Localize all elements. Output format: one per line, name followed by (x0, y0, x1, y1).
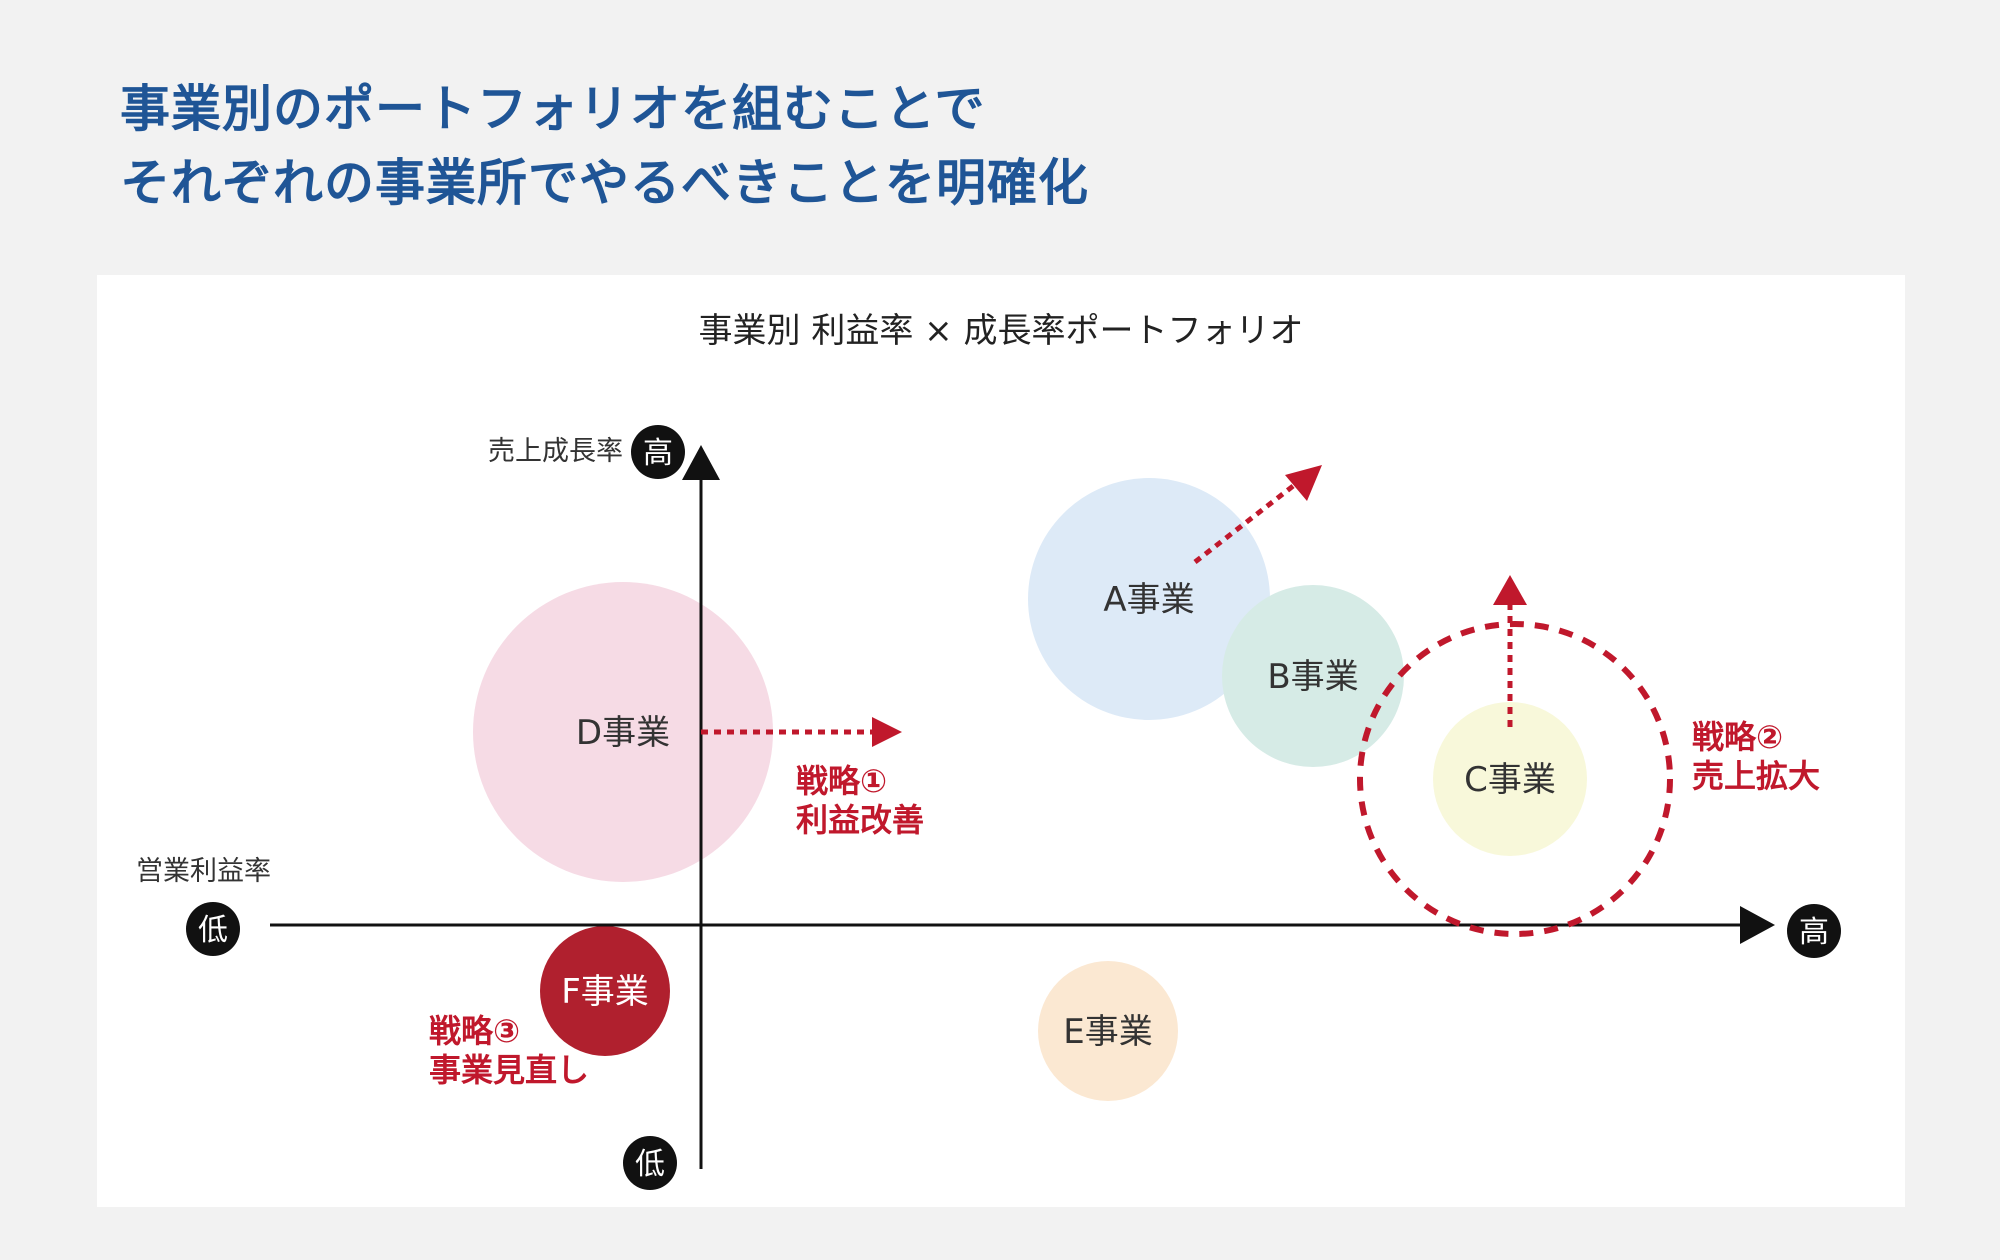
strategy-1-label: 戦略① 利益改善 (796, 762, 924, 839)
y-axis-label: 売上成長率 (488, 436, 623, 467)
x-axis-arrowhead (1740, 906, 1775, 944)
business-b-label: B事業 (1267, 657, 1358, 697)
strategy-1-title: 戦略① (796, 762, 887, 800)
strategy-a-arrowhead (1285, 465, 1322, 501)
x-axis-low-badge (186, 902, 240, 956)
bubble-d (473, 582, 773, 882)
y-axis-high-badge (631, 425, 685, 479)
business-a-label: A事業 (1103, 580, 1194, 620)
bubble-e (1038, 961, 1178, 1101)
x-axis-label: 営業利益率 (136, 856, 271, 887)
strategy-3-label: 戦略③ 事業見直し (429, 1012, 589, 1089)
strategy-2-arrowhead (1493, 575, 1527, 605)
diagram-panel: 事業別 利益率 × 成長率ポートフォリオ A事業 B事業 C事業 D事業 E事業… (97, 275, 1905, 1207)
bubble-b (1222, 585, 1404, 767)
strategy-2-dashed-circle (1357, 621, 1673, 937)
business-c-label: C事業 (1464, 760, 1556, 800)
headline-line-2: それぞれの事業所でやるべきことを明確化 (120, 154, 1089, 212)
business-e-label: E事業 (1063, 1012, 1152, 1052)
x-axis-high-text: 高 (1799, 915, 1829, 950)
strategy-2-desc: 売上拡大 (1692, 757, 1820, 795)
x-axis-high-badge (1787, 904, 1841, 958)
business-d-label: D事業 (576, 713, 670, 753)
strategy-3-title: 戦略③ (429, 1012, 520, 1050)
strategy-3-desc: 事業見直し (429, 1051, 589, 1089)
y-axis-low-badge (623, 1136, 677, 1190)
business-f-label: F事業 (561, 972, 649, 1012)
y-axis-arrowhead (682, 445, 720, 480)
diagram-title: 事業別 利益率 × 成長率ポートフォリオ (699, 311, 1304, 351)
strategy-1-desc: 利益改善 (796, 801, 924, 839)
bubble-a (1028, 478, 1270, 720)
strategy-2-label: 戦略② 売上拡大 (1692, 718, 1820, 795)
strategy-2-title: 戦略② (1692, 718, 1783, 756)
bubble-f (540, 926, 670, 1056)
x-axis-low-text: 低 (198, 913, 228, 948)
portfolio-diagram: 事業別 利益率 × 成長率ポートフォリオ A事業 B事業 C事業 D事業 E事業… (136, 311, 1841, 1190)
headline-line-1: 事業別のポートフォリオを組むことで (120, 80, 986, 138)
strategy-1-arrowhead (872, 717, 902, 747)
y-axis-low-text: 低 (635, 1147, 665, 1182)
y-axis-high-text: 高 (643, 436, 673, 471)
bubble-c (1433, 702, 1587, 856)
headline: 事業別のポートフォリオを組むことで それぞれの事業所でやるべきことを明確化 (120, 72, 1089, 220)
strategy-a-arrow-line (1193, 481, 1299, 564)
